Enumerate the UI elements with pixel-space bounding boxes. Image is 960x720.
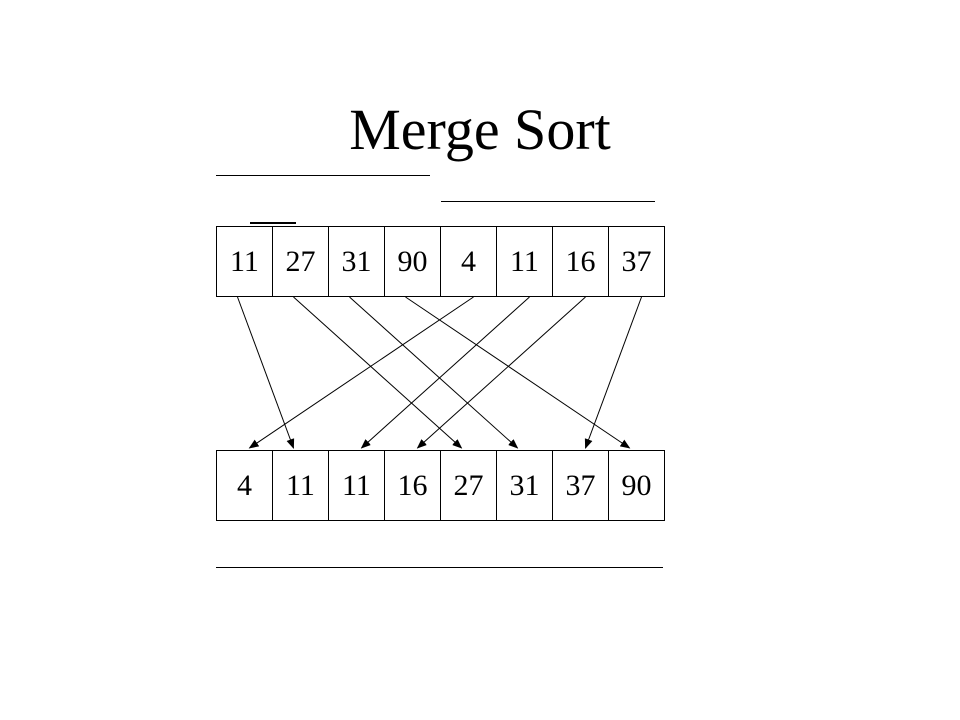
divider-right-top [441, 201, 655, 202]
merge-arrow [584, 296, 642, 449]
merge-arrow [405, 296, 631, 449]
output-cell: 27 [440, 450, 497, 521]
output-cell: 11 [328, 450, 385, 521]
output-cell: 31 [496, 450, 553, 521]
divider-left-top [216, 175, 430, 176]
merge-arrow [237, 296, 295, 449]
merge-arrow [416, 296, 586, 449]
page-title: Merge Sort [349, 97, 611, 162]
input-cell: 27 [272, 226, 329, 297]
input-cell: 16 [552, 226, 609, 297]
output-cell: 16 [384, 450, 441, 521]
input-cell: 4 [440, 226, 497, 297]
output-cell: 11 [272, 450, 329, 521]
output-array: 4 11 11 16 27 31 37 90 [216, 450, 665, 521]
merge-arrow [349, 296, 519, 449]
input-cell: 11 [496, 226, 553, 297]
merge-arrow [248, 296, 474, 449]
input-cell: 90 [384, 226, 441, 297]
input-cell: 37 [608, 226, 665, 297]
output-cell: 90 [608, 450, 665, 521]
output-cell: 37 [552, 450, 609, 521]
underline-mark [250, 222, 296, 224]
output-cell: 4 [216, 450, 273, 521]
input-cell: 11 [216, 226, 273, 297]
merge-arrow [360, 296, 530, 449]
input-cell: 31 [328, 226, 385, 297]
divider-bottom [216, 567, 663, 568]
input-array: 11 27 31 90 4 11 16 37 [216, 226, 665, 297]
merge-arrow [293, 296, 463, 449]
